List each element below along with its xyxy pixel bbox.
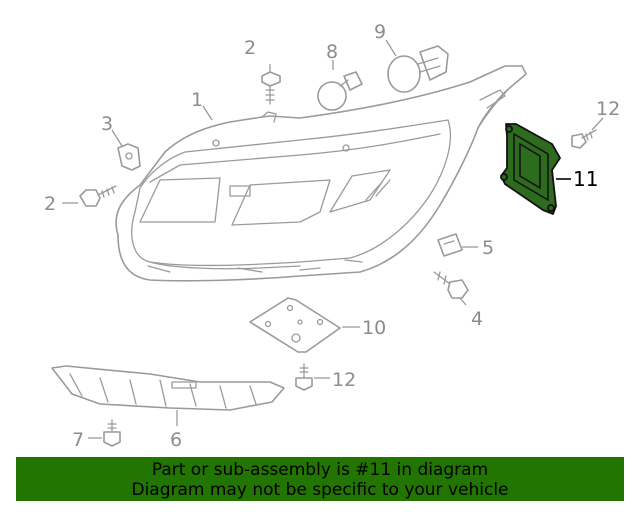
callout-9: 9 bbox=[374, 21, 386, 43]
callout-12-top: 12 bbox=[596, 98, 620, 120]
callout-6: 6 bbox=[170, 429, 182, 451]
screw-part-12-top bbox=[571, 129, 597, 149]
trim-part-6 bbox=[51, 365, 285, 411]
callout-5: 5 bbox=[482, 237, 494, 259]
banner-line-2: Diagram may not be specific to your vehi… bbox=[131, 480, 509, 500]
clip-part-3 bbox=[117, 143, 141, 171]
screw-part-2-top bbox=[261, 71, 281, 105]
callout-10: 10 bbox=[362, 317, 386, 339]
callout-2-left: 2 bbox=[44, 193, 56, 215]
callout-4: 4 bbox=[471, 308, 483, 330]
callout-12-bottom: 12 bbox=[332, 369, 356, 391]
control-module-part-11 bbox=[500, 123, 561, 215]
leader-lines bbox=[62, 39, 604, 439]
banner-line-1: Part or sub-assembly is #11 in diagram bbox=[151, 460, 489, 480]
bulb-part-8 bbox=[317, 71, 363, 111]
bulb-part-9 bbox=[387, 45, 449, 93]
callout-2-top: 2 bbox=[244, 37, 256, 59]
screw-part-7 bbox=[103, 419, 121, 447]
disclaimer-banner: Part or sub-assembly is #11 in diagram D… bbox=[16, 457, 624, 501]
clip-part-5 bbox=[437, 233, 463, 257]
callout-8: 8 bbox=[326, 41, 338, 63]
callout-7: 7 bbox=[72, 429, 84, 451]
screw-part-12-bottom bbox=[295, 363, 313, 391]
headlamp-assembly bbox=[115, 65, 527, 282]
callout-3: 3 bbox=[101, 113, 113, 135]
callout-11: 11 bbox=[573, 167, 598, 191]
screw-part-4 bbox=[433, 271, 469, 299]
bracket-part-10 bbox=[249, 297, 341, 353]
screw-part-2-left bbox=[79, 185, 117, 207]
callout-1: 1 bbox=[191, 89, 203, 111]
